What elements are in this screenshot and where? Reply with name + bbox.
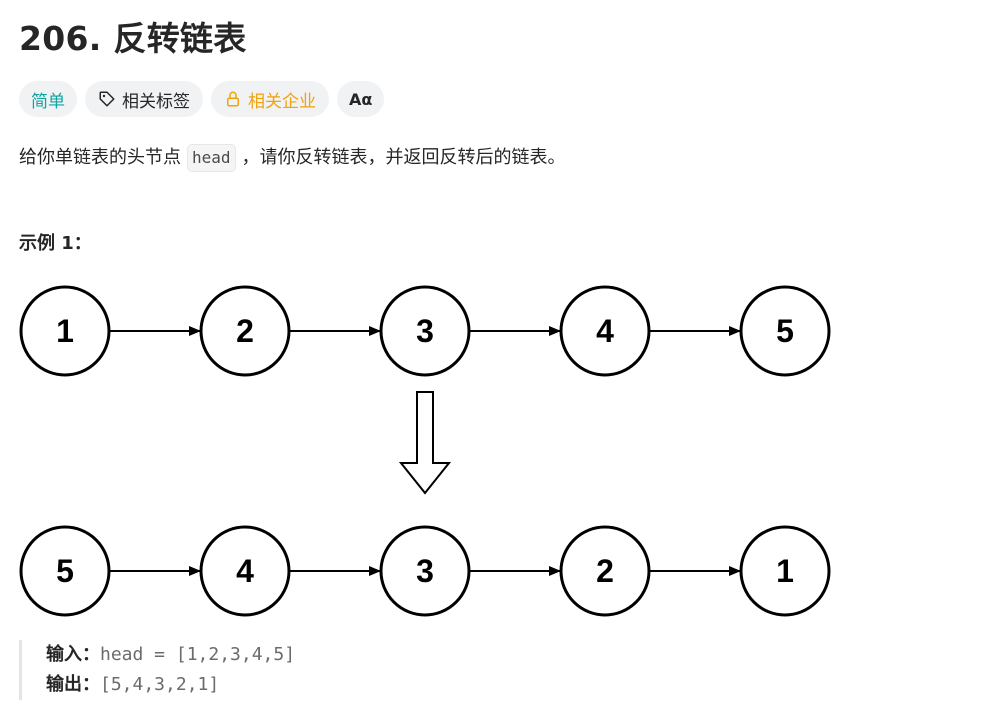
difficulty-tag[interactable]: 简单 xyxy=(19,81,77,117)
input-value: head = [1,2,3,4,5] xyxy=(100,644,296,665)
reversed-list-node xyxy=(559,525,651,617)
problem-description: 给你单链表的头节点 head，请你反转链表，并返回反转后的链表。 xyxy=(19,141,566,175)
original-list-node xyxy=(559,285,651,377)
original-list-node xyxy=(739,285,831,377)
inline-code: head xyxy=(187,144,236,172)
font-toggle-icon: Aα xyxy=(349,89,373,109)
output-value: [5,4,3,2,1] xyxy=(100,674,220,695)
related-tags-button[interactable]: 相关标签 xyxy=(85,81,203,117)
example-input-row: 输入：head = [1,2,3,4,5] xyxy=(46,640,295,670)
original-list-node xyxy=(199,285,291,377)
original-list-node xyxy=(379,285,471,377)
related-tags-label: 相关标签 xyxy=(122,91,190,112)
description-text-2: ，请你反转链表，并返回反转后的链表。 xyxy=(241,147,566,168)
original-list-node-value: 3 xyxy=(416,313,434,349)
original-list-node-value: 2 xyxy=(236,313,254,349)
reversed-list-node-value: 4 xyxy=(236,553,254,589)
related-companies-button[interactable]: 相关企业 xyxy=(211,81,329,117)
reversed-list: 5 4 3 2 1 xyxy=(19,525,831,617)
original-list-node-value: 5 xyxy=(776,313,794,349)
reversed-list-node-value: 3 xyxy=(416,553,434,589)
reversed-list-node xyxy=(19,525,111,617)
original-list-node-value: 1 xyxy=(56,313,74,349)
reversed-list-node xyxy=(199,525,291,617)
example-output-row: 输出：[5,4,3,2,1] xyxy=(46,670,295,700)
output-label: 输出： xyxy=(46,674,100,695)
tag-bar: 简单 相关标签 相关企业 Aα xyxy=(19,81,385,117)
input-label: 输入： xyxy=(46,644,100,665)
problem-title: 206. 反转链表 xyxy=(19,19,247,58)
lock-icon xyxy=(224,90,242,108)
tag-icon xyxy=(98,90,116,108)
down-arrow-icon xyxy=(398,391,452,495)
original-list-node xyxy=(19,285,111,377)
description-text-1: 给你单链表的头节点 xyxy=(19,147,181,168)
original-list-node-value: 4 xyxy=(596,313,614,349)
reversed-list-node-value: 2 xyxy=(596,553,614,589)
reversed-list-node-value: 5 xyxy=(56,553,74,589)
reversed-list-node-value: 1 xyxy=(776,553,794,589)
font-size-button[interactable]: Aα xyxy=(337,81,385,117)
difficulty-label: 简单 xyxy=(31,91,65,112)
reversed-list-node xyxy=(379,525,471,617)
example-io-block: 输入：head = [1,2,3,4,5] 输出：[5,4,3,2,1] xyxy=(19,640,295,700)
related-companies-label: 相关企业 xyxy=(248,91,316,112)
linked-list-diagram: 1 2 3 4 5 5 4 3 2 1 xyxy=(19,285,831,617)
example-title: 示例 1： xyxy=(19,233,92,254)
reversed-list-node xyxy=(739,525,831,617)
original-list: 1 2 3 4 5 xyxy=(19,285,831,377)
